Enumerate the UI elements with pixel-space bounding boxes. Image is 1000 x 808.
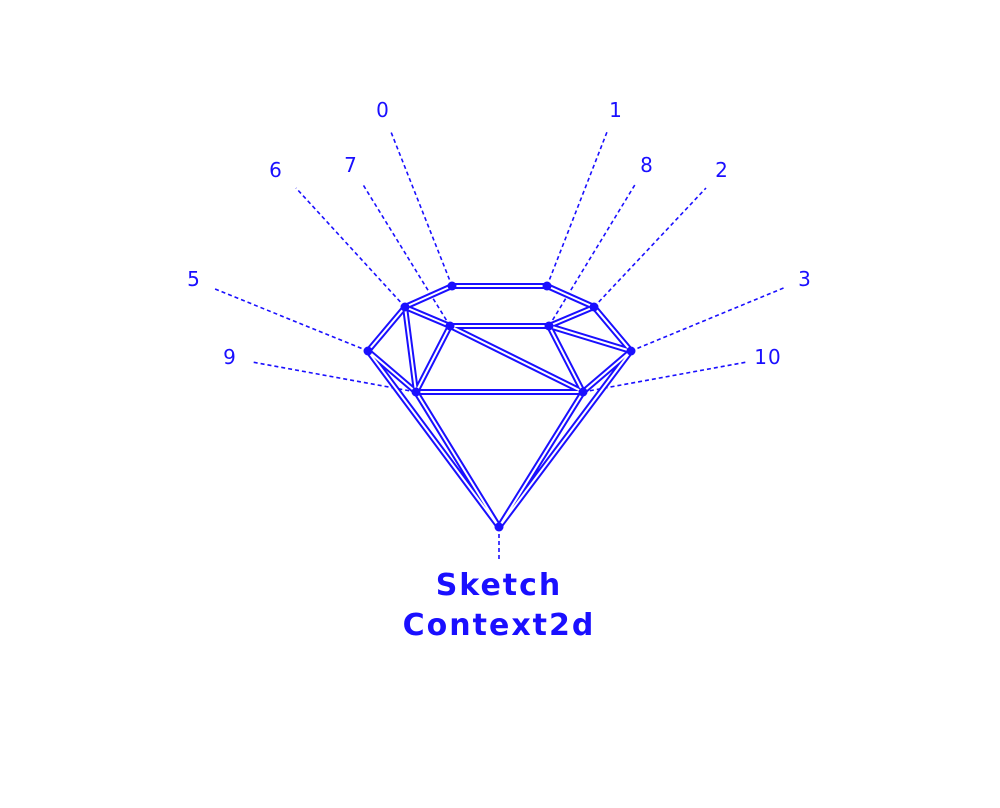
leader-line-6: [295, 187, 406, 308]
vertex-label-5: 5: [187, 267, 201, 291]
leader-line-10: [582, 361, 748, 393]
vertex-label-9: 9: [223, 345, 237, 369]
vertex-labels: 0 1 2 3 5 6 7 8 9 10: [187, 98, 812, 369]
leader-line-3: [630, 286, 787, 352]
vertex-label-8: 8: [640, 153, 654, 177]
vertex-label-3: 3: [798, 267, 812, 291]
vertex-dot-6: [400, 302, 410, 312]
caption-line-2: Context2d: [403, 608, 596, 643]
diamond-edges: [365, 283, 634, 530]
vertex-dot-8: [544, 321, 554, 331]
vertex-dot-3: [626, 346, 636, 356]
vertex-label-6: 6: [269, 158, 283, 182]
vertex-dots: [363, 281, 636, 532]
vertex-label-10: 10: [754, 345, 781, 369]
vertex-label-7: 7: [344, 153, 358, 177]
right-pavilion-inner: [498, 350, 632, 528]
leader-line-9: [251, 361, 417, 393]
vertex-dot-2: [589, 302, 599, 312]
vertex-dot-0: [447, 281, 457, 291]
leader-lines: [214, 131, 787, 562]
leader-line-2: [593, 187, 707, 308]
vertex-label-1: 1: [609, 98, 623, 122]
vertex-dot-5: [363, 346, 373, 356]
vertex-label-0: 0: [376, 98, 390, 122]
inner-left-edges-inner: [404, 306, 451, 393]
leader-line-5: [214, 288, 369, 352]
left-facet-inner: [367, 350, 417, 393]
diagonal-facet-inner: [449, 325, 584, 393]
vertex-dot-9: [411, 387, 421, 397]
vertex-dot-10: [578, 387, 588, 397]
vertex-dot-1: [542, 281, 552, 291]
inner-left-edges: [402, 304, 453, 395]
leader-line-1: [546, 131, 608, 287]
caption: Sketch Context2d: [403, 568, 596, 643]
leader-line-0: [390, 131, 453, 287]
inner-right-edges-inner: [548, 306, 632, 352]
left-pavilion-inner: [367, 350, 500, 528]
vertex-label-2: 2: [715, 158, 729, 182]
caption-line-1: Sketch: [436, 568, 563, 603]
vertex-dot-7: [445, 321, 455, 331]
vertex-dot-4: [494, 522, 504, 532]
